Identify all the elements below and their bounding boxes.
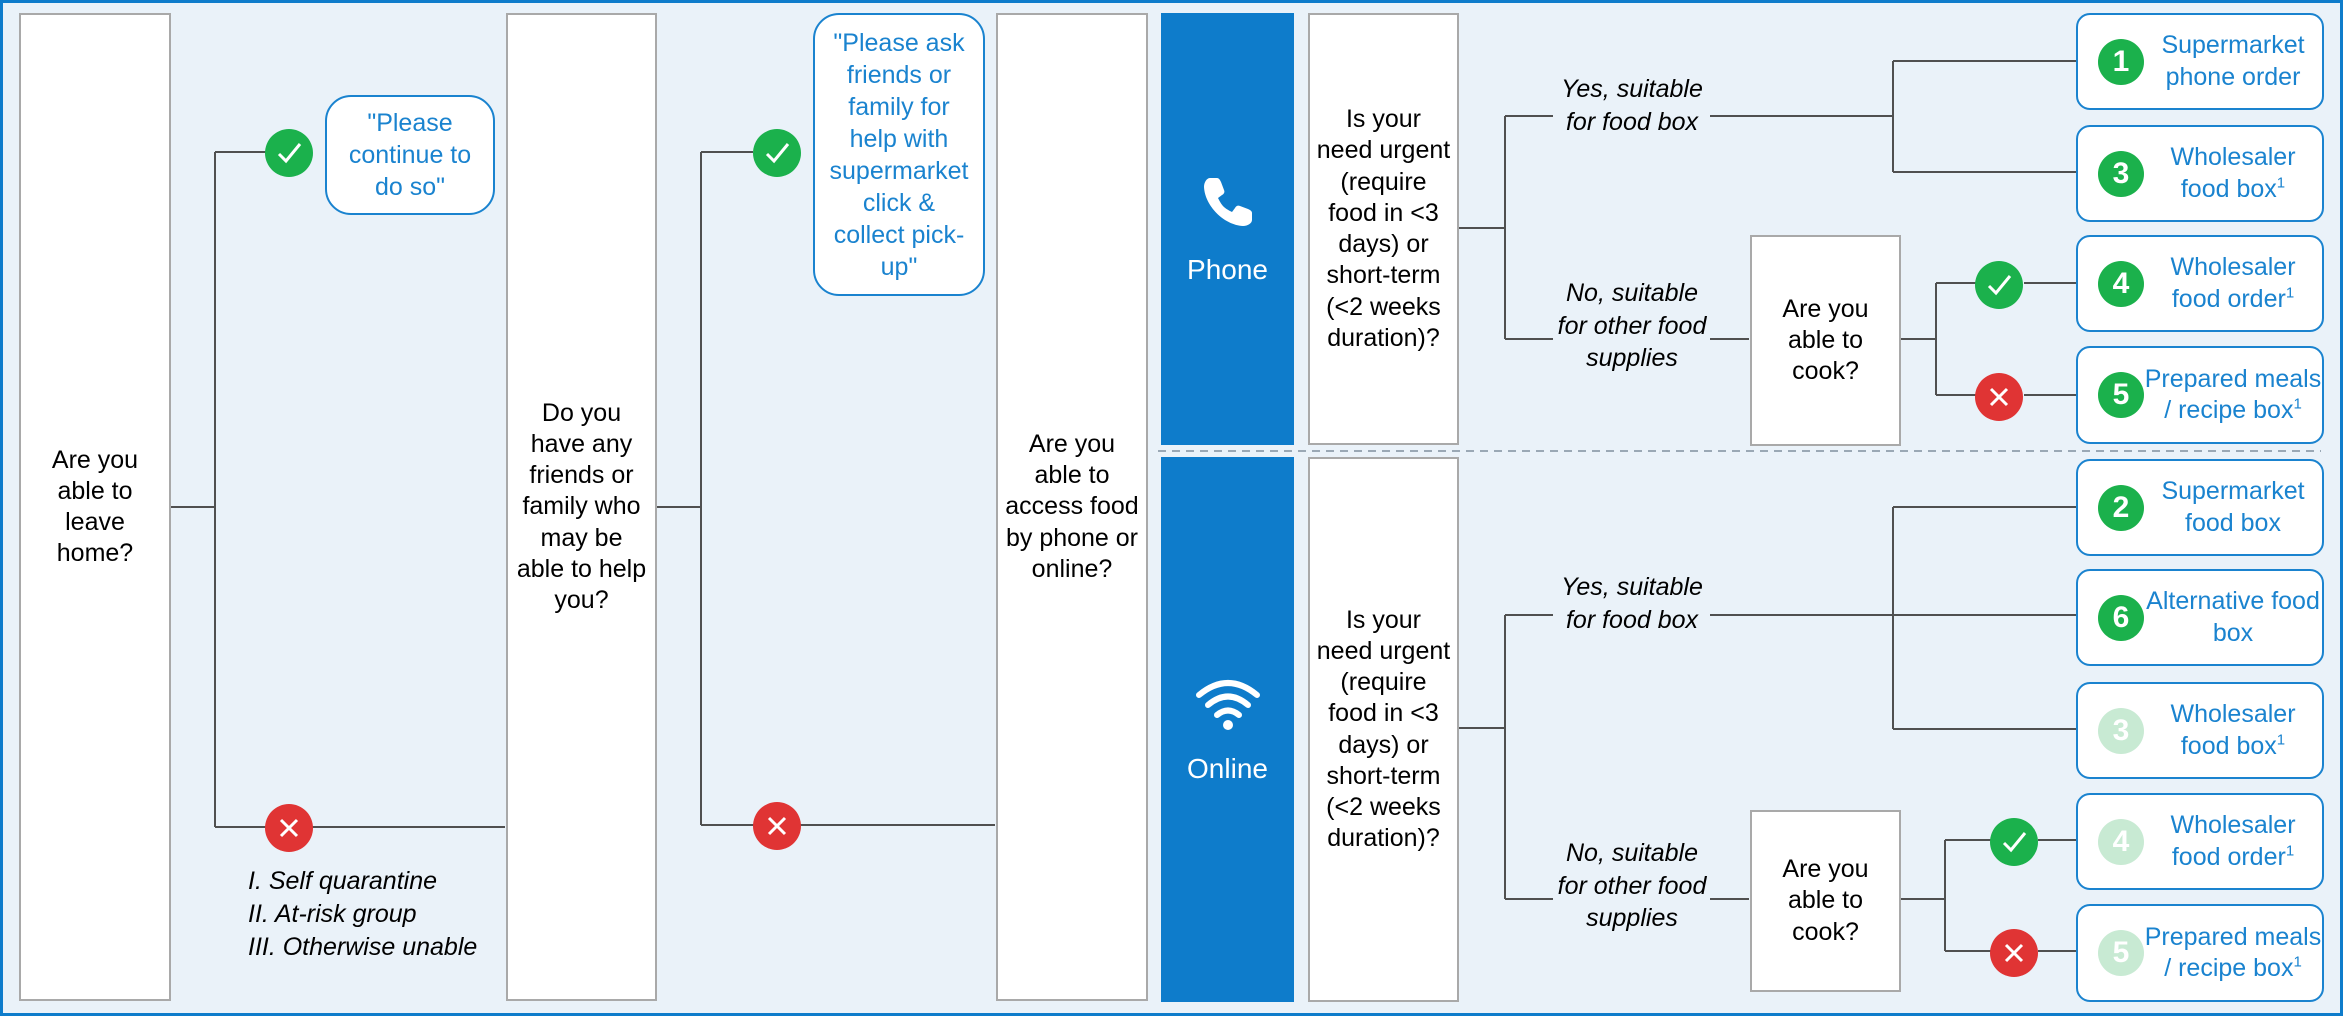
online-channel-panel: Online — [1161, 457, 1294, 1002]
outcome-number-badge: 5 — [2098, 930, 2144, 976]
outcome-label-text: Supermarket phone order — [2161, 31, 2305, 91]
outcome-number-badge: 3 — [2098, 150, 2144, 197]
outcome-label-text: Prepared meals / recipe box — [2144, 364, 2322, 424]
question-urgent-phone: Is your need urgent (require food in <3 … — [1308, 13, 1459, 445]
question-urgent-online: Is your need urgent (require food in <3 … — [1308, 457, 1459, 1002]
outcome-wholesaler-food-order-phone: 4 Wholesaler food order1 — [2076, 235, 2324, 332]
cross-icon — [753, 802, 801, 850]
branch-no-online-text: No, suitable for other food supplies — [1557, 839, 1707, 932]
outcome-wholesaler-food-box-online: 3 Wholesaler food box1 — [2076, 682, 2324, 779]
reasons-list: I. Self quarantine II. At-risk group III… — [248, 865, 477, 964]
outcome-label-text: Wholesaler food box — [2170, 143, 2296, 203]
wifi-icon — [1195, 679, 1260, 730]
branch-yes-online: Yes, suitable for food box — [1553, 571, 1711, 636]
branch-yes-online-text: Yes, suitable for food box — [1561, 573, 1703, 634]
reason-item: III. Otherwise unable — [248, 933, 478, 961]
outcome-prepared-meals-online: 5 Prepared meals / recipe box1 — [2076, 904, 2324, 1002]
cross-icon — [265, 804, 313, 852]
outcome-label: Supermarket food box — [2144, 461, 2322, 554]
connector-lines — [168, 60, 2321, 952]
outcome-alternative-food-box-online: 6 Alternative food box — [2076, 569, 2324, 666]
check-icon — [753, 129, 801, 177]
check-icon — [1990, 818, 2038, 866]
branch-yes-phone: Yes, suitable for food box — [1553, 73, 1711, 138]
question-cook-online-text: Are you able to cook? — [1782, 855, 1869, 946]
outcome-label-text: Wholesaler food order — [2170, 811, 2296, 871]
question-access-text: Are you able to access food by phone or … — [1005, 429, 1139, 583]
outcome-label: Wholesaler food order1 — [2144, 795, 2322, 888]
outcome-label-text: Wholesaler food order — [2170, 253, 2296, 313]
footnote-mark: 1 — [2285, 842, 2295, 860]
outcome-number-badge: 5 — [2098, 372, 2144, 418]
question-access: Are you able to access food by phone or … — [996, 13, 1148, 1001]
footnote-mark: 1 — [2276, 731, 2286, 749]
reason-item: I. Self quarantine — [248, 867, 438, 895]
question-urgent-phone-text: Is your need urgent (require food in <3 … — [1316, 105, 1451, 352]
outcome-wholesaler-food-order-online: 4 Wholesaler food order1 — [2076, 793, 2324, 890]
callout-ask-friends: "Please ask friends or family for help w… — [813, 13, 985, 296]
outcome-wholesaler-food-box-phone: 3 Wholesaler food box1 — [2076, 125, 2324, 222]
outcome-label: Wholesaler food box1 — [2144, 684, 2322, 777]
outcome-label: Wholesaler food order1 — [2144, 237, 2322, 330]
outcome-label-text: Prepared meals / recipe box — [2144, 922, 2322, 982]
outcome-number-badge: 4 — [2098, 260, 2144, 307]
online-channel-label: Online — [1187, 752, 1268, 784]
question-friends-family-text: Do you have any friends or family who ma… — [516, 398, 647, 615]
question-cook-online: Are you able to cook? — [1750, 810, 1901, 992]
outcome-label: Supermarket phone order — [2144, 15, 2322, 108]
question-urgent-online-text: Is your need urgent (require food in <3 … — [1316, 605, 1451, 853]
footnote-mark: 1 — [2276, 174, 2286, 192]
question-friends-family: Do you have any friends or family who ma… — [506, 13, 657, 1001]
outcome-label: Prepared meals / recipe box1 — [2144, 348, 2322, 442]
branch-yes-phone-text: Yes, suitable for food box — [1561, 75, 1703, 136]
question-cook-phone-text: Are you able to cook? — [1782, 294, 1869, 386]
outcome-number-badge: 1 — [2098, 38, 2144, 85]
phone-icon — [1203, 178, 1252, 226]
outcome-number-badge: 6 — [2098, 594, 2144, 641]
footnote-mark: 1 — [2293, 953, 2302, 971]
reason-item: II. At-risk group — [248, 900, 417, 928]
check-icon — [1975, 261, 2023, 309]
question-cook-phone: Are you able to cook? — [1750, 235, 1901, 446]
footnote-mark: 1 — [2293, 395, 2302, 413]
outcome-label-text: Supermarket food box — [2161, 477, 2305, 537]
outcome-label: Alternative food box — [2144, 571, 2322, 664]
phone-channel-label: Phone — [1187, 254, 1268, 285]
outcome-number-badge: 3 — [2098, 707, 2144, 754]
cross-icon — [1990, 929, 2038, 977]
callout-continue: "Please continue to do so" — [325, 95, 495, 215]
check-icon — [265, 129, 313, 177]
phone-channel-panel: Phone — [1161, 13, 1294, 445]
callout-ask-friends-text: "Please ask friends or family for help w… — [829, 28, 969, 281]
branch-no-online: No, suitable for other food supplies — [1553, 837, 1711, 935]
outcome-label: Wholesaler food box1 — [2144, 127, 2322, 220]
outcome-number-badge: 4 — [2098, 818, 2144, 865]
callout-continue-text: "Please continue to do so" — [348, 109, 472, 201]
outcome-label: Prepared meals / recipe box1 — [2144, 906, 2322, 1000]
outcome-supermarket-phone-order: 1 Supermarket phone order — [2076, 13, 2324, 110]
outcome-number-badge: 2 — [2098, 484, 2144, 531]
outcome-label-text: Wholesaler food box — [2170, 700, 2296, 760]
outcome-prepared-meals-phone: 5 Prepared meals / recipe box1 — [2076, 346, 2324, 444]
footnote-mark: 1 — [2285, 284, 2295, 302]
branch-no-phone: No, suitable for other food supplies — [1553, 277, 1711, 375]
branch-no-phone-text: No, suitable for other food supplies — [1557, 279, 1707, 372]
outcome-label-text: Alternative food box — [2146, 587, 2320, 647]
question-leave-home-text: Are you able to leave home? — [51, 445, 139, 568]
question-leave-home: Are you able to leave home? — [19, 13, 171, 1001]
cross-icon — [1975, 373, 2023, 421]
outcome-supermarket-food-box-online: 2 Supermarket food box — [2076, 459, 2324, 556]
